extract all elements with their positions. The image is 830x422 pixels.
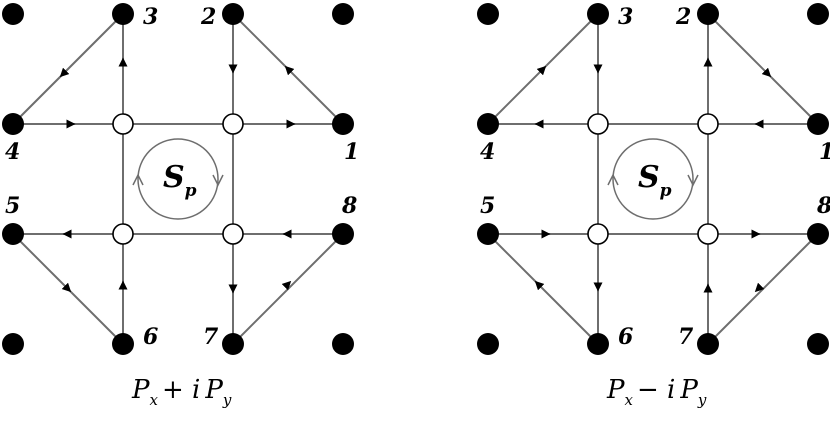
caption-s1: x (625, 391, 634, 409)
site-dot (222, 3, 244, 25)
site-label-2: 2 (675, 4, 691, 30)
caption-p2: P (204, 375, 223, 405)
site-dot (807, 333, 829, 355)
site-label-5: 5 (480, 193, 495, 219)
loop-arrow-left-up-icon (132, 173, 144, 186)
site-dot (332, 3, 354, 25)
site-dot (2, 223, 24, 245)
site-label-4: 4 (5, 139, 20, 165)
site-dot (332, 333, 354, 355)
diagonal-2-1 (707, 13, 819, 125)
site-dot (2, 3, 24, 25)
vertex-open (697, 113, 719, 135)
site-dot (807, 3, 829, 25)
caption-s2: y (222, 391, 232, 409)
site-dot (2, 333, 24, 355)
plaquette-vertices (112, 113, 244, 245)
site-label-3: 3 (618, 4, 633, 30)
site-labels: 3 2 4 1 5 8 6 7 (5, 4, 359, 350)
arrow-8-to-7-icon (754, 282, 765, 293)
vertex-open (587, 113, 609, 135)
site-label-8: 8 (341, 193, 357, 219)
arrow-7-to-8-icon (281, 280, 292, 291)
loop-label: Sp (163, 160, 197, 201)
site-label-3: 3 (143, 4, 158, 30)
site-dot (112, 3, 134, 25)
loop-label: Sp (638, 160, 672, 201)
square-plaquette (597, 123, 709, 235)
loop-subscript: p (185, 181, 197, 201)
caption-p1: P (131, 375, 150, 405)
caption-s2: y (697, 391, 707, 409)
site-dot (477, 223, 499, 245)
site-dot (332, 223, 354, 245)
lattice-sites (2, 3, 354, 355)
site-label-8: 8 (816, 193, 830, 219)
loop-symbol: S (163, 160, 185, 195)
site-label-4: 4 (480, 139, 495, 165)
diagonal-3-4 (12, 13, 124, 125)
site-dot (2, 113, 24, 135)
site-dot (807, 113, 829, 135)
site-label-1: 1 (344, 139, 359, 165)
loop-arrow-right-down-icon (687, 174, 699, 187)
vertex-open (587, 223, 609, 245)
site-dot (587, 333, 609, 355)
site-dot (587, 3, 609, 25)
site-dot (222, 333, 244, 355)
diagonal-8-7 (707, 233, 819, 345)
caption-p1: P (606, 375, 625, 405)
loop-arrow-left-up-icon (607, 173, 619, 186)
site-label-5: 5 (5, 193, 20, 219)
site-label-7: 7 (203, 324, 219, 350)
caption-op: − i (637, 375, 675, 405)
loop-symbol: S (638, 160, 660, 195)
loop-circle (132, 138, 224, 220)
loop-circle (607, 138, 699, 220)
site-label-6: 6 (618, 324, 633, 350)
diagonal-5-6 (487, 233, 599, 345)
caption-p2: P (679, 375, 698, 405)
site-dot (477, 113, 499, 135)
vertex-open (112, 113, 134, 135)
panel-right: 3 2 4 1 5 8 6 7 Sp Px− iPy (477, 3, 830, 409)
site-dot (477, 333, 499, 355)
square-plaquette (122, 123, 234, 235)
loop-subscript: p (660, 181, 672, 201)
lattice-sites (477, 3, 829, 355)
loop-arrow-right-down-icon (212, 174, 224, 187)
vertex-open (112, 223, 134, 245)
site-label-1: 1 (819, 139, 830, 165)
vertex-open (697, 223, 719, 245)
caption-s1: x (150, 391, 159, 409)
plaquette-vertices (587, 113, 719, 245)
site-dot (697, 3, 719, 25)
caption-op: + i (162, 375, 200, 405)
vertex-open (222, 223, 244, 245)
diagonal-5-6 (12, 233, 124, 345)
diagonal-2-1 (232, 13, 344, 125)
site-dot (112, 333, 134, 355)
site-label-2: 2 (200, 4, 216, 30)
site-label-6: 6 (143, 324, 158, 350)
site-label-7: 7 (678, 324, 694, 350)
connection-lines (487, 13, 819, 345)
diagonal-8-7 (232, 233, 344, 345)
vertex-open (222, 113, 244, 135)
diagonal-3-4 (487, 13, 599, 125)
site-dot (477, 3, 499, 25)
site-dot (332, 113, 354, 135)
site-dot (697, 333, 719, 355)
site-dot (807, 223, 829, 245)
site-labels: 3 2 4 1 5 8 6 7 (480, 4, 830, 350)
